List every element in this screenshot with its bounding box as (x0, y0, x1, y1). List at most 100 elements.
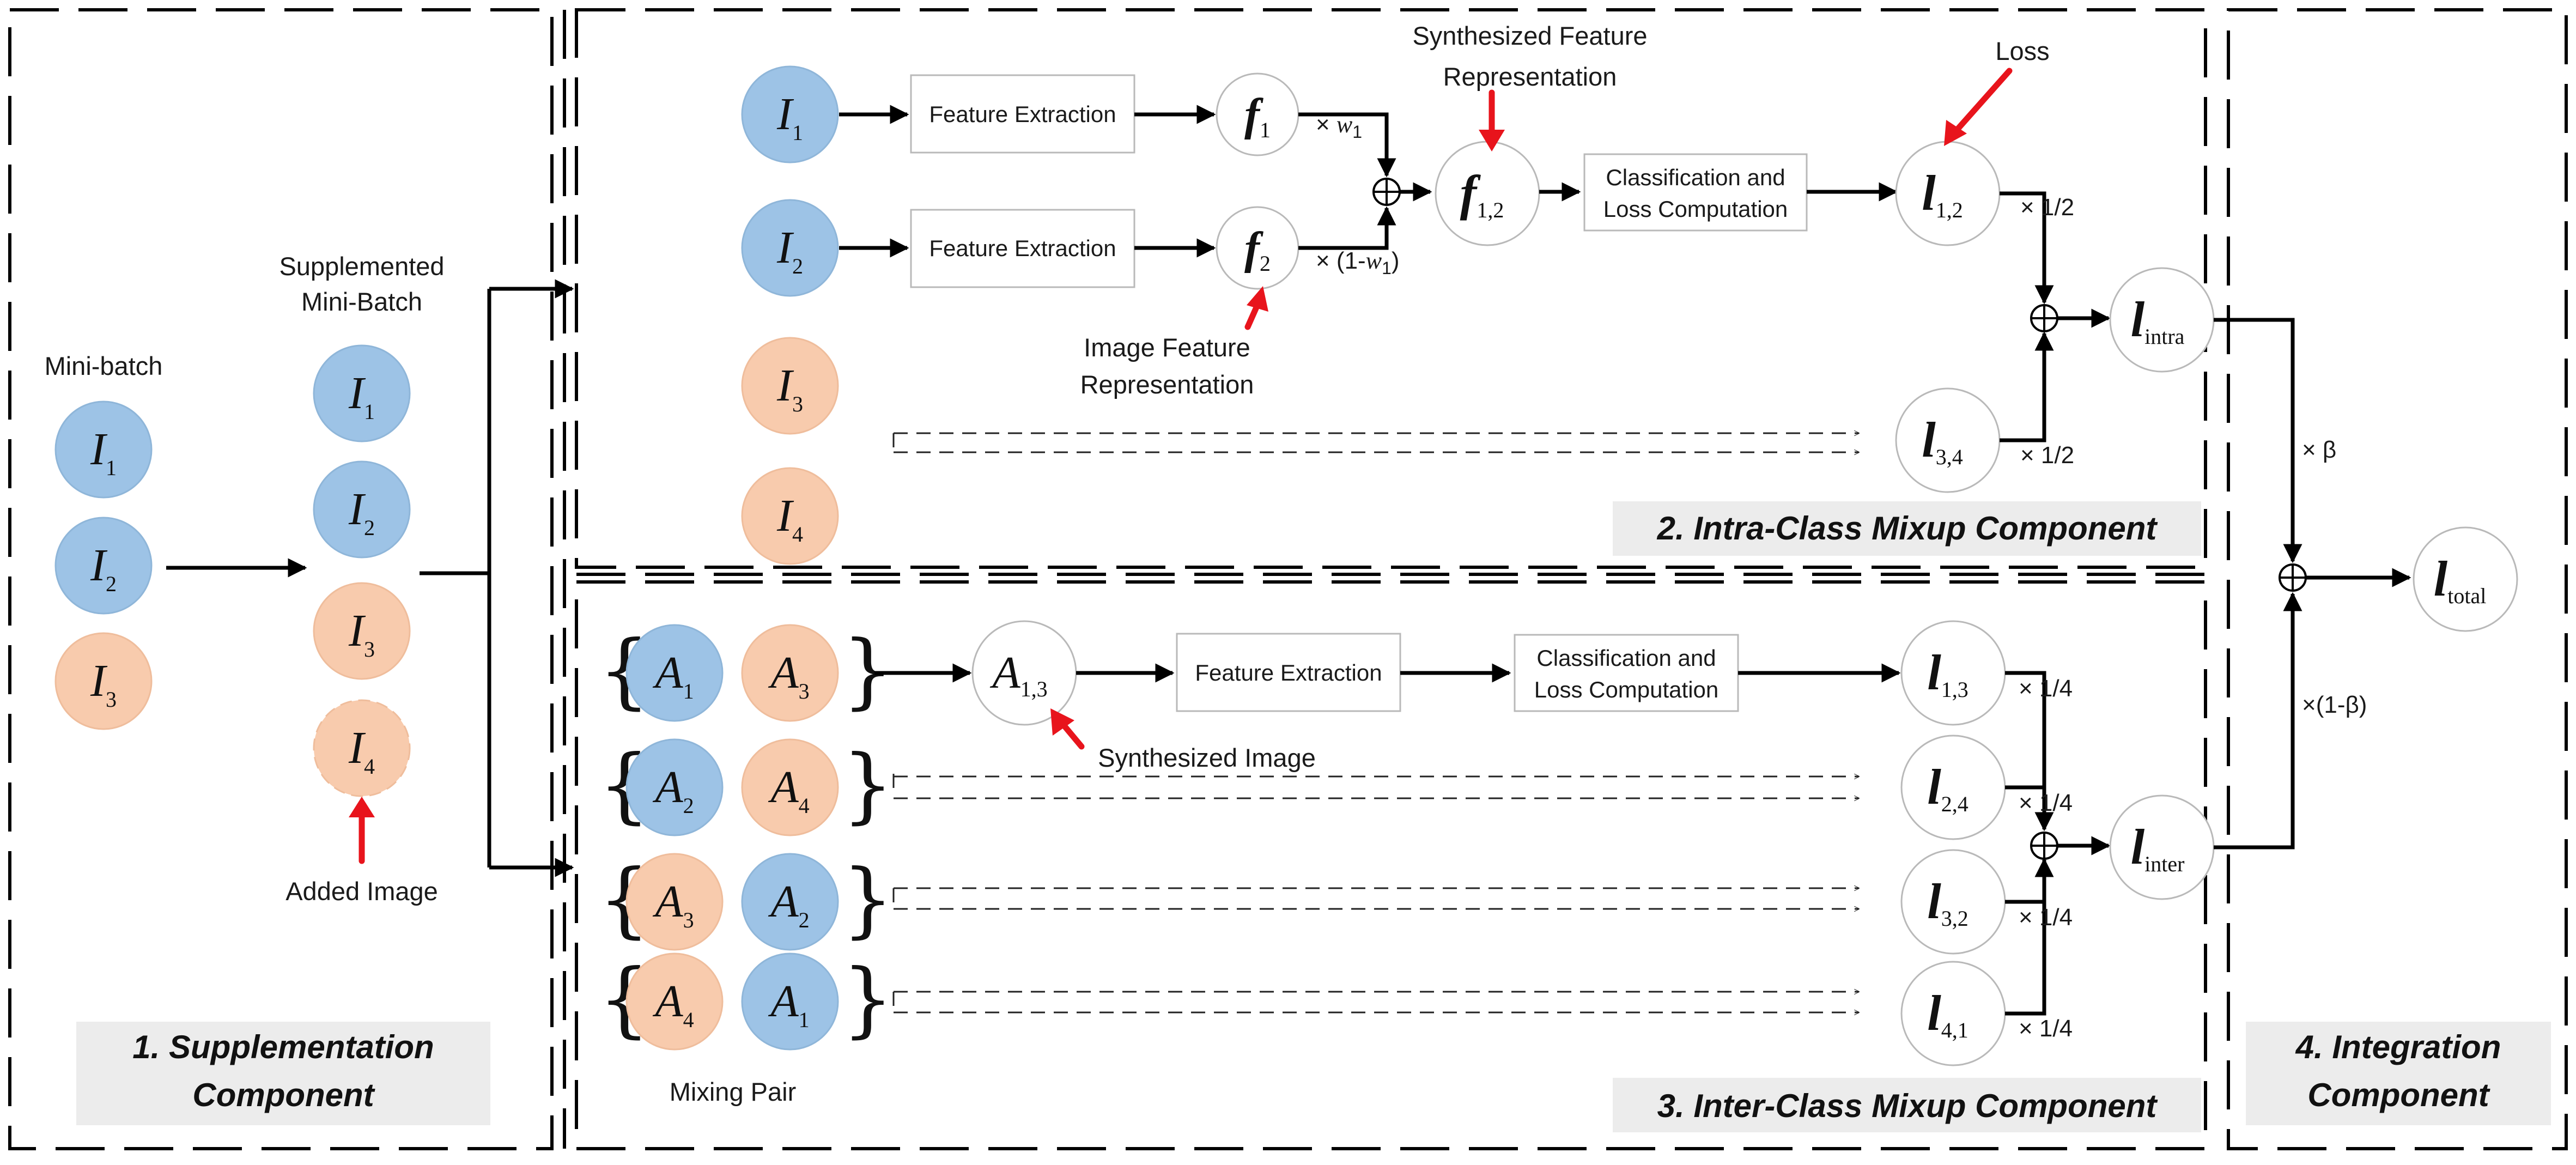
pair-3-passthrough (892, 888, 1859, 909)
intra-feature-extraction-1: Feature Extraction (910, 74, 1135, 154)
supplemented-image-1: I1 (313, 344, 411, 442)
pair-1-right-brace: } (842, 623, 894, 718)
f2-to-sum (1298, 206, 1396, 250)
synthesized-feature-f12-node: f1,2 (1435, 141, 1540, 246)
loss-linter-node: linter (2109, 794, 2215, 900)
mixing-pair-4: { A4 A1 } (598, 952, 894, 1051)
supplementation-frame (8, 8, 554, 1150)
minibatch-image-3: I3 (54, 632, 153, 730)
f1-to-sum (1298, 112, 1396, 178)
svg-text:A1,3: A1,3 (989, 647, 1047, 701)
inter-classification-box: Classification and Loss Computation (1514, 634, 1739, 712)
svg-text:I3: I3 (776, 360, 803, 416)
loss-lintra-node: lintra (2109, 267, 2215, 373)
inter-class-title: 3. Inter-Class Mixup Component (1613, 1078, 2201, 1132)
l34-to-intra-sum (2000, 331, 2054, 442)
pair-2-passthrough (894, 776, 1859, 798)
svg-text:Feature Extraction: Feature Extraction (929, 235, 1116, 261)
svg-text:Classification and: Classification and (1536, 645, 1716, 671)
svg-text:l3,2: l3,2 (1927, 873, 1969, 931)
synthesized-image-label: Synthesized Image (1098, 743, 1316, 772)
intra-class-frame (575, 8, 2207, 569)
inter-class-title-text: 3. Inter-Class Mixup Component (1657, 1088, 2159, 1124)
svg-text:I1: I1 (90, 424, 117, 480)
added-image-red-arrow (349, 797, 375, 864)
svg-text:lintra: lintra (2131, 292, 2185, 349)
svg-text:}: } (842, 952, 894, 1047)
feature-f1-node: f1 (1216, 72, 1299, 156)
synthesized-feature-red-arrow (1479, 89, 1505, 151)
svg-text:}: } (842, 852, 894, 947)
svg-text:I4: I4 (776, 490, 803, 547)
svg-text:ltotal: ltotal (2434, 551, 2487, 608)
intra-classification-box: Classification and Loss Computation (1583, 153, 1808, 232)
loss-l24-node: l2,4 (1900, 735, 2006, 840)
svg-text:I1: I1 (348, 368, 375, 424)
loss-l12-node: l1,2 (1895, 141, 2001, 246)
intra-image-4: I4 (741, 467, 839, 565)
l13-to-inter-sum (2005, 671, 2054, 832)
integration-title: 4. Integration Component (2246, 1022, 2551, 1125)
supplementation-title-line1: 1. Supplementation (132, 1029, 434, 1065)
intra-loss-sum-node (2030, 304, 2058, 332)
integration-frame (2227, 8, 2568, 1150)
svg-text:A3: A3 (768, 647, 809, 703)
integration-title-line2: Component (2307, 1077, 2490, 1113)
svg-text:linter: linter (2131, 819, 2185, 876)
svg-text:I2: I2 (776, 222, 803, 278)
synthesized-image-red-arrow (1050, 708, 1085, 750)
intra-class-title: 2. Intra-Class Mixup Component (1613, 501, 2201, 556)
svg-text:A4: A4 (652, 976, 694, 1032)
supplemented-label-line1: Supplemented (279, 252, 444, 281)
pair-1-left-circle (625, 624, 724, 722)
svg-text:}: } (842, 738, 894, 833)
weight-one-minus-w1-label: × (1-w1) (1316, 247, 1400, 278)
intra-feature-sum-node (1372, 178, 1401, 206)
svg-text:A1: A1 (652, 647, 694, 703)
l41-quarter-weight: × 1/4 (2019, 1015, 2073, 1042)
loss-l41-node: l4,1 (1900, 961, 2006, 1066)
mixing-pair-1: { A1 A3 } (598, 623, 894, 722)
svg-text:Feature Extraction: Feature Extraction (1195, 660, 1382, 685)
supplemented-label-line2: Mini-Batch (301, 287, 422, 316)
loss-ltotal-node: ltotal (2413, 526, 2518, 632)
pair-4-passthrough (892, 992, 1859, 1012)
added-image-4: I4 (313, 699, 411, 797)
svg-text:I3: I3 (90, 656, 117, 712)
supplementation-title-line2: Component (192, 1077, 375, 1113)
loss-l34-node: l3,4 (1895, 387, 2001, 493)
svg-text:Feature Extraction: Feature Extraction (929, 101, 1116, 127)
l24-quarter-weight: × 1/4 (2019, 790, 2073, 816)
loss-label: Loss (1995, 37, 2049, 65)
svg-text:I2: I2 (90, 540, 117, 596)
minibatch-image-1: I1 (54, 401, 153, 499)
svg-text:I4: I4 (348, 723, 375, 779)
loss-l13-node: l1,3 (1900, 620, 2006, 726)
synthesized-feature-label-line1: Synthesized Feature (1412, 21, 1647, 50)
l41-to-inter-sum (2005, 858, 2054, 1016)
intra-image-2: I2 (741, 199, 839, 297)
svg-text:A2: A2 (768, 876, 809, 932)
minibatch-label: Mini-batch (45, 351, 163, 380)
svg-text:Loss Computation: Loss Computation (1534, 677, 1719, 702)
linter-to-total-sum (2214, 592, 2302, 850)
l12-to-intra-sum (2000, 191, 2054, 305)
svg-text:Classification and: Classification and (1606, 165, 1785, 190)
beta-weight: × β (2302, 436, 2336, 463)
mixing-pair-label: Mixing Pair (670, 1077, 796, 1106)
svg-text:l1,2: l1,2 (1922, 165, 1963, 222)
supplemented-image-2: I2 (313, 460, 411, 559)
svg-text:A1: A1 (768, 976, 809, 1032)
intra-image-1: I1 (741, 65, 839, 163)
lintra-to-total-sum (2214, 318, 2302, 563)
svg-text:l4,1: l4,1 (1927, 985, 1969, 1042)
svg-text:I3: I3 (348, 605, 375, 662)
total-loss-sum-node (2279, 563, 2307, 592)
svg-text:I1: I1 (776, 89, 803, 145)
intra-image-3: I3 (741, 337, 839, 435)
synthesized-image-a13-node: A1,3 (971, 620, 1077, 726)
feature-f2-node: f2 (1216, 206, 1299, 290)
l34-half-weight: × 1/2 (2020, 442, 2074, 469)
l12-half-weight: × 1/2 (2020, 194, 2074, 221)
